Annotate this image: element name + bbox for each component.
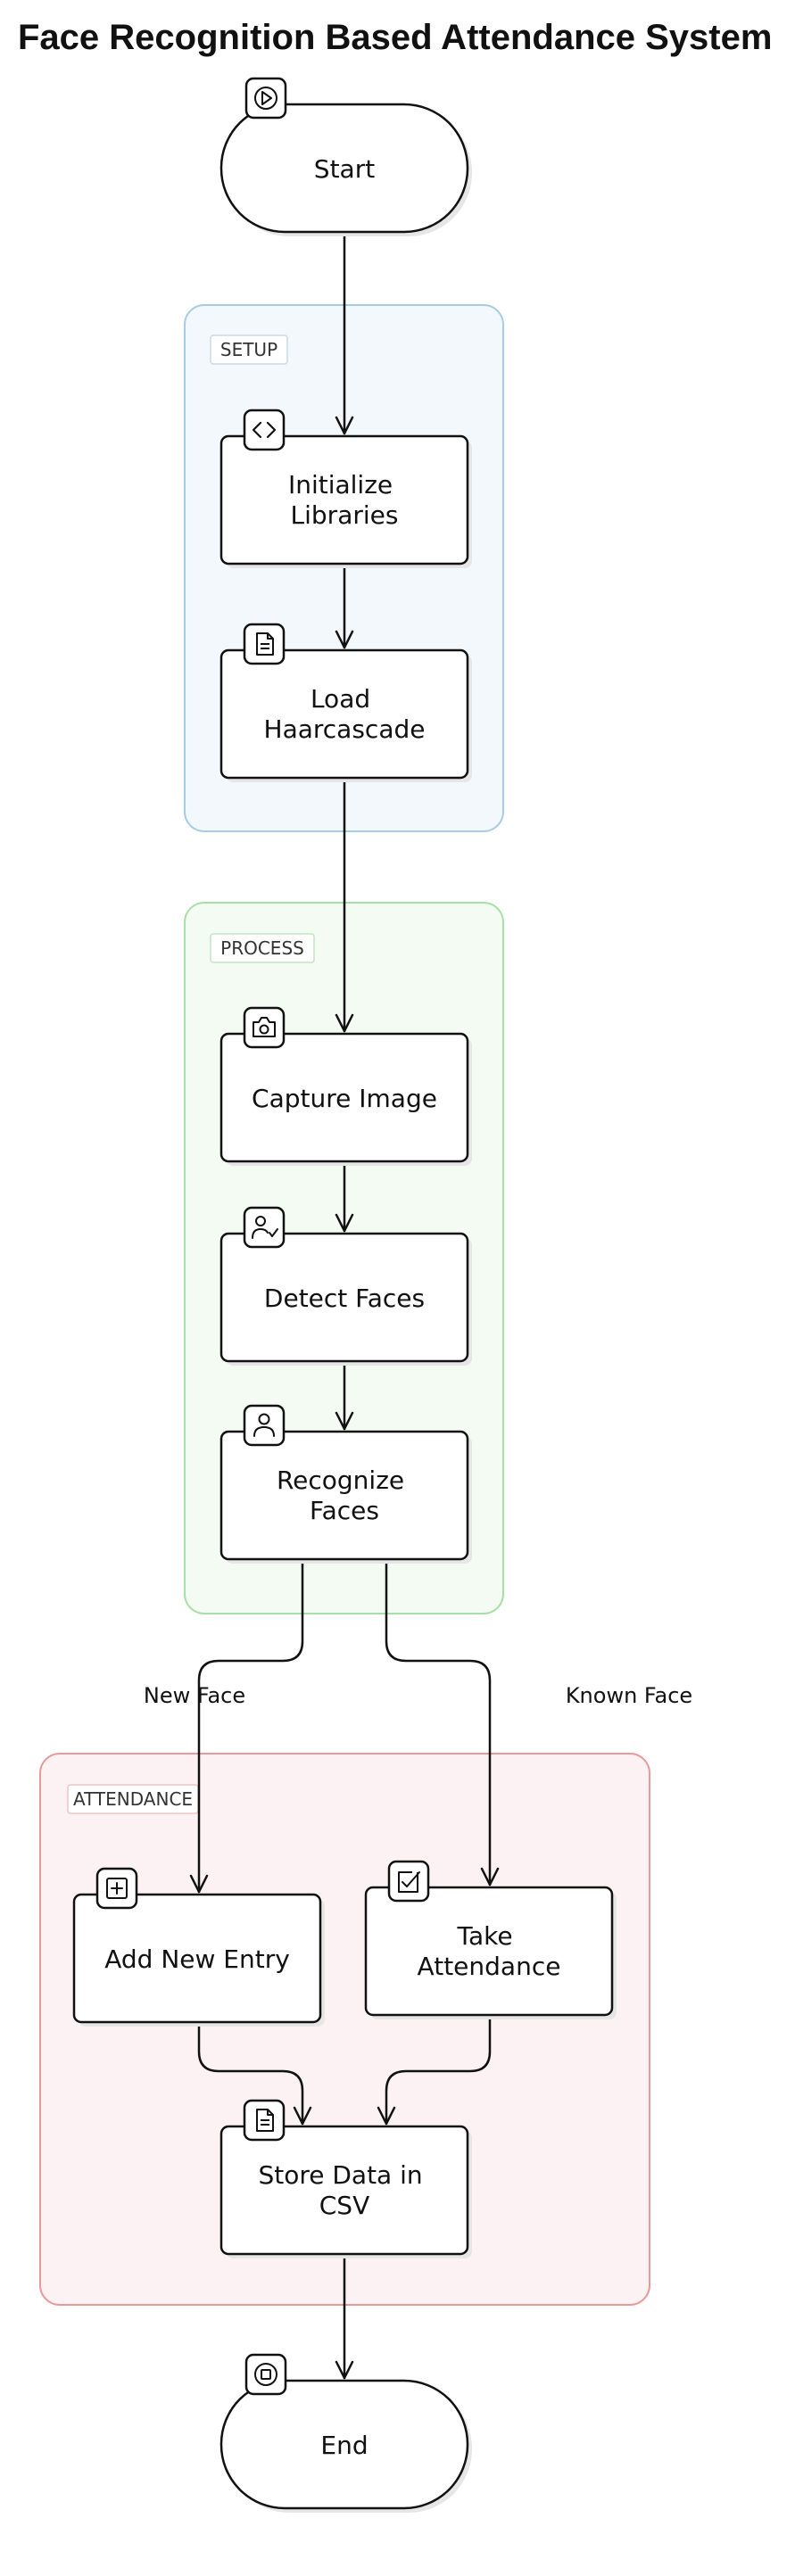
node-recognize-faces-line1: Recognize — [277, 1466, 404, 1495]
svg-text:Store Data in CSV: Store Data in CSV — [258, 2160, 430, 2220]
node-capture-image-label: Capture Image — [252, 1084, 437, 1113]
node-initialize-libraries-line2: Libraries — [291, 500, 399, 530]
svg-text:Load Haarcascade: Load Haarcascade — [264, 684, 426, 744]
edge-take-to-store — [377, 2012, 492, 2126]
node-store-data-csv-line1: Store Data in — [258, 2160, 422, 2190]
document-icon — [243, 2099, 286, 2142]
user-check-icon — [243, 1206, 286, 1249]
node-initialize-libraries: Initialize Libraries — [219, 409, 469, 566]
edge-new-face — [189, 1557, 304, 1894]
node-store-data-csv: Store Data in CSV — [219, 2099, 469, 2256]
svg-text:Take Attendance: Take Attendance — [418, 1921, 561, 1981]
camera-icon — [243, 1006, 286, 1049]
node-load-haarcascade-line1: Load — [311, 684, 370, 714]
node-take-attendance: Take Attendance — [364, 1860, 614, 2017]
node-start-label: Start — [314, 154, 375, 184]
node-add-new-entry-label: Add New Entry — [104, 1944, 290, 1974]
svg-text:Recognize Faces: Recognize Faces — [277, 1466, 412, 1525]
user-icon — [243, 1404, 286, 1447]
node-end: End — [219, 2353, 469, 2510]
edge-known-face — [385, 1557, 500, 1887]
stop-circle-icon — [244, 2353, 287, 2396]
node-recognize-faces: Recognize Faces — [219, 1404, 469, 1561]
edge-add-to-store — [197, 2018, 312, 2126]
svg-text:Initialize Libraries: Initialize Libraries — [288, 470, 401, 530]
node-load-haarcascade: Load Haarcascade — [219, 623, 469, 780]
node-store-data-csv-line2: CSV — [319, 2191, 369, 2220]
node-detect-faces-label: Detect Faces — [264, 1284, 425, 1313]
node-take-attendance-line2: Attendance — [418, 1952, 561, 1981]
group-label-attendance: ATTENDANCE — [73, 1788, 193, 1810]
node-initialize-libraries-line1: Initialize — [288, 470, 393, 500]
node-take-attendance-line1: Take — [457, 1921, 513, 1951]
diagram-title: Face Recognition Based Attendance System — [18, 18, 772, 57]
node-recognize-faces-line2: Faces — [310, 1496, 379, 1525]
node-capture-image: Capture Image — [219, 1006, 469, 1163]
node-end-label: End — [320, 2431, 368, 2460]
edge-label-known-face: Known Face — [566, 1683, 692, 1708]
group-label-setup: SETUP — [220, 339, 277, 360]
group-label-process: PROCESS — [220, 937, 304, 959]
node-load-haarcascade-line2: Haarcascade — [264, 714, 426, 744]
edge-label-new-face: New Face — [144, 1683, 245, 1708]
check-square-icon — [387, 1860, 430, 1903]
document-icon — [243, 623, 286, 665]
plus-square-icon — [95, 1867, 138, 1910]
node-start: Start — [219, 77, 469, 234]
code-icon — [243, 409, 286, 451]
play-icon — [244, 77, 287, 120]
node-detect-faces: Detect Faces — [219, 1206, 469, 1363]
node-add-new-entry: Add New Entry — [72, 1867, 322, 2024]
